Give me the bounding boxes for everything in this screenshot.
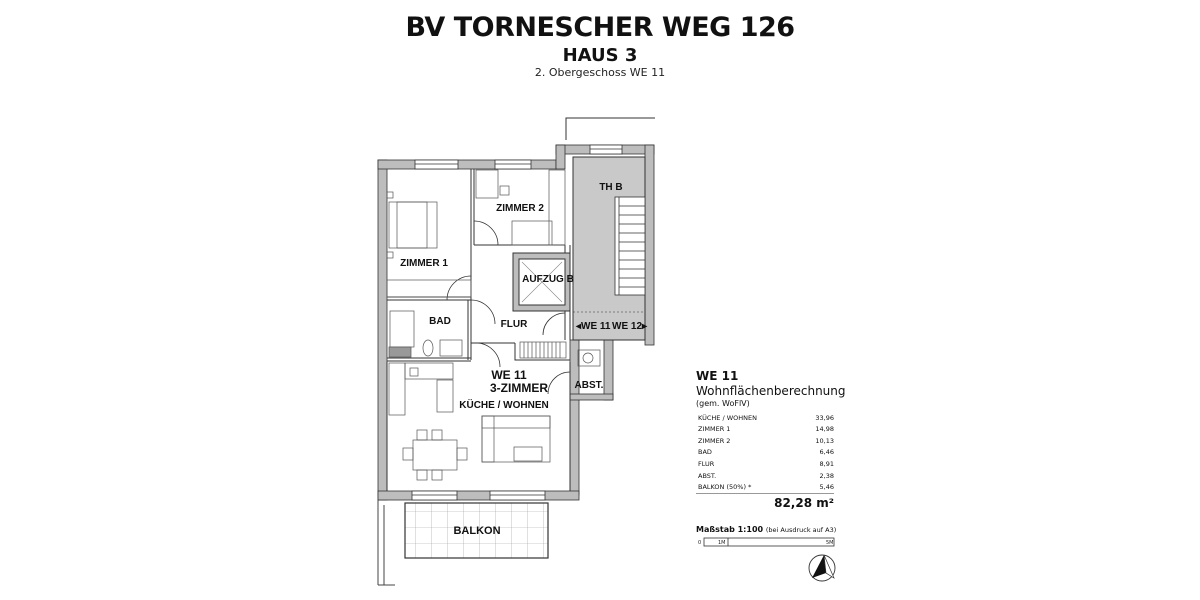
balcony-area xyxy=(404,502,549,559)
room-area: 2,38 xyxy=(819,471,834,480)
table-row: KÜCHE / WOHNEN 33,96 xyxy=(696,412,834,424)
room-area: 10,13 xyxy=(815,436,834,445)
room-area: 14,98 xyxy=(815,425,834,434)
table-row: BAD 6,46 xyxy=(696,447,834,459)
scale-tick-5m: 5M xyxy=(826,540,834,546)
unit-marker-we12: WE 12▸ xyxy=(612,321,648,332)
room-label-aufzug: AUFZUG B xyxy=(522,274,574,285)
table-row: FLUR 8,91 xyxy=(696,458,834,470)
room-label-bad: BAD xyxy=(429,316,451,327)
room-name: ZIMMER 2 xyxy=(698,436,731,445)
door-swings xyxy=(446,220,571,395)
scale-note: (bei Ausdruck auf A3) xyxy=(765,526,837,534)
room-label-balkon: BALKON xyxy=(453,525,500,537)
room-name: ABST. xyxy=(698,471,717,480)
room-label-kueche-wohnen: KÜCHE / WOHNEN xyxy=(459,398,548,411)
area-total: 82,28 m² xyxy=(696,493,834,510)
unit-type-label: 3-ZIMMER xyxy=(490,381,548,395)
plan-title: BV TORNESCHER WEG 126 xyxy=(405,12,795,43)
room-name: BAD xyxy=(698,448,712,457)
table-row: BALKON (50%) * 5,46 xyxy=(696,481,834,493)
area-note: (gem. WoFlV) xyxy=(696,399,750,408)
north-arrow-icon xyxy=(808,554,836,582)
room-label-zimmer1: ZIMMER 1 xyxy=(400,258,448,269)
scale-tick-0: 0 xyxy=(698,540,701,546)
table-row: ZIMMER 1 14,98 xyxy=(696,424,834,436)
area-unit-label: WE 11 xyxy=(696,369,739,383)
scale-bar xyxy=(703,537,835,547)
room-area: 33,96 xyxy=(815,413,834,422)
room-name: BALKON (50%) * xyxy=(698,483,752,492)
room-name: ZIMMER 1 xyxy=(698,425,731,434)
room-area: 6,46 xyxy=(819,448,834,457)
floor-label: 2. Obergeschoss WE 11 xyxy=(534,66,666,79)
room-label-abst: ABST. xyxy=(575,380,604,391)
area-calculation-panel: WE 11 Wohnflächenberechnung (gem. WoFlV)… xyxy=(696,369,846,510)
scale-ratio: Maßstab 1:100 xyxy=(696,525,764,534)
table-row: ABST. 2,38 xyxy=(696,470,834,482)
room-label-flur: FLUR xyxy=(501,319,528,330)
furniture xyxy=(386,169,601,481)
room-label-zimmer2: ZIMMER 2 xyxy=(496,203,544,214)
elevator-aufzug-b xyxy=(512,252,571,312)
room-area: 5,46 xyxy=(819,483,834,492)
stairs xyxy=(614,196,646,296)
table-row: ZIMMER 2 10,13 xyxy=(696,435,834,447)
room-label-th-b: TH B xyxy=(599,182,622,193)
area-heading: Wohnflächenberechnung xyxy=(696,384,846,398)
unit-label: WE 11 xyxy=(491,368,527,382)
room-name: KÜCHE / WOHNEN xyxy=(698,413,757,422)
plan-subtitle: HAUS 3 xyxy=(562,45,638,66)
unit-marker-we11: ◂WE 11 xyxy=(575,321,611,332)
scale-tick-1m: 1M xyxy=(718,540,726,546)
scale-label: Maßstab 1:100 (bei Ausdruck auf A3) xyxy=(696,525,836,534)
room-area: 8,91 xyxy=(819,460,834,468)
inner-walls xyxy=(386,169,571,491)
windows xyxy=(411,144,623,501)
room-name: FLUR xyxy=(698,460,715,468)
area-table: KÜCHE / WOHNEN 33,96 ZIMMER 1 14,98 ZIMMER… xyxy=(696,412,834,493)
